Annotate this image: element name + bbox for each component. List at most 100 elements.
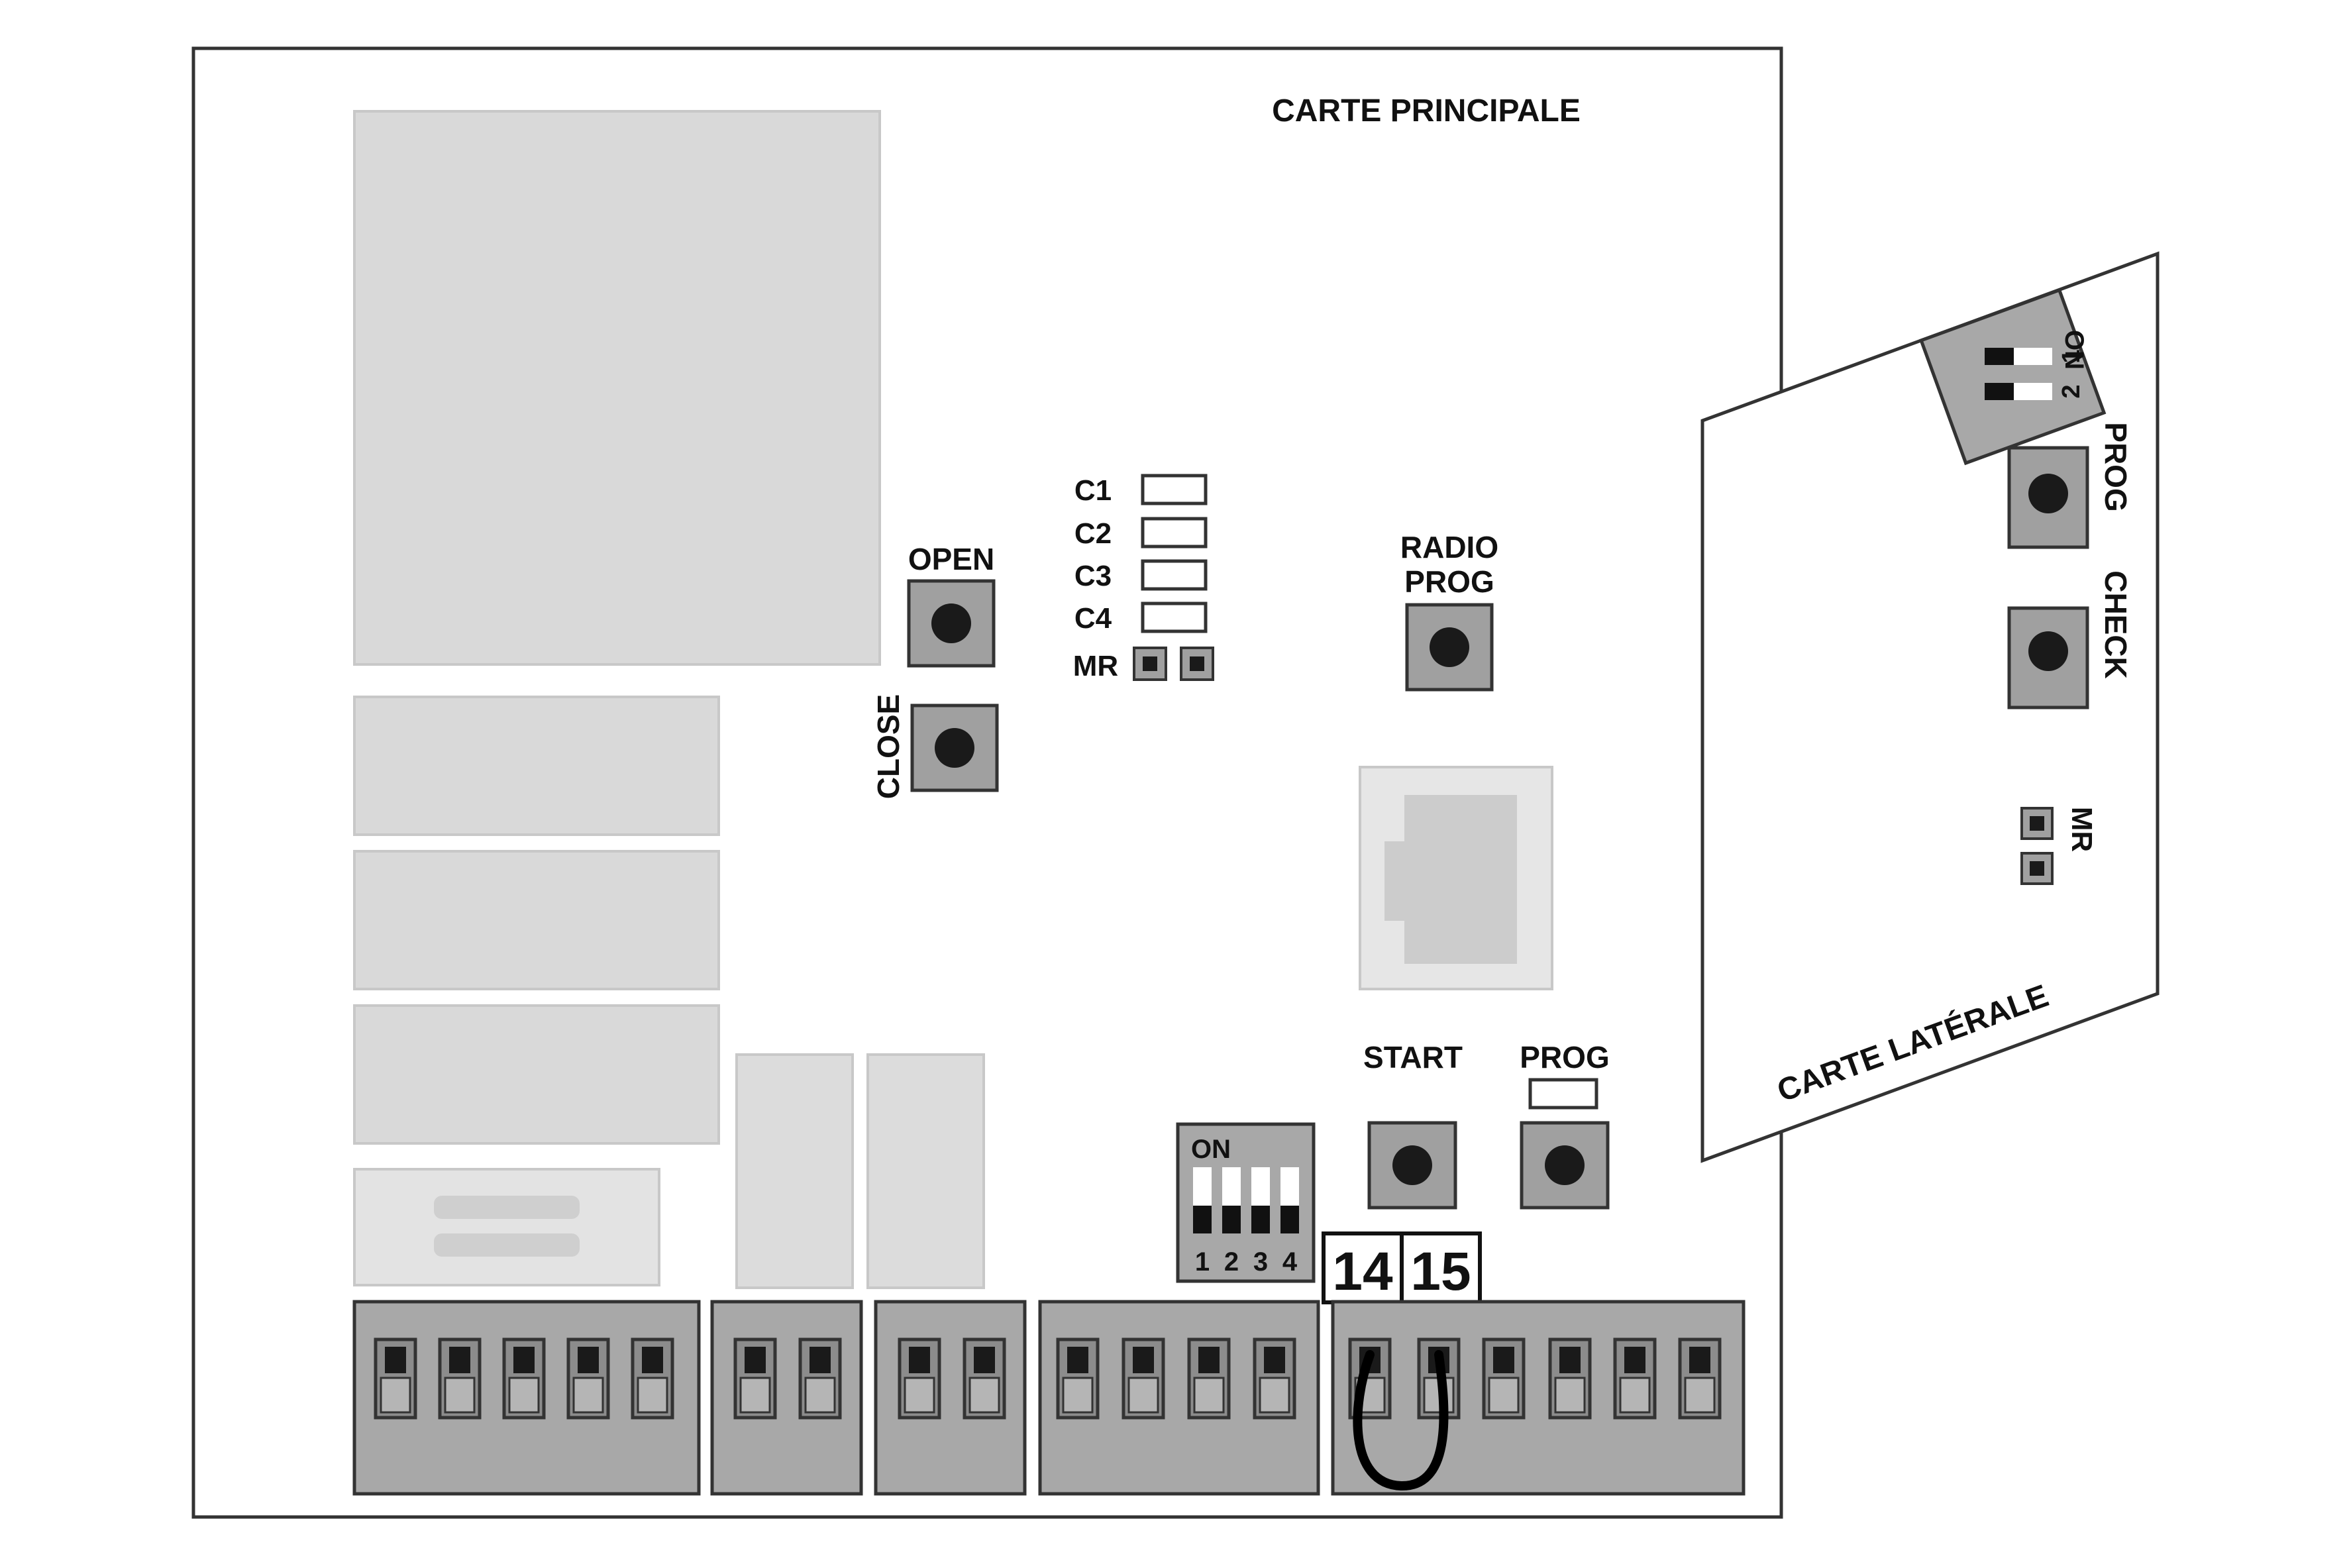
c2-label: C2 (1074, 517, 1112, 550)
start-button-cap[interactable] (1392, 1145, 1432, 1185)
open-label: OPEN (908, 542, 994, 576)
mr-pin-1-core (1143, 656, 1157, 671)
radio-prog-label-2: PROG (1404, 564, 1494, 599)
side-mr-pin-1-core (2030, 816, 2044, 831)
terminal-screw-head-17 (1559, 1347, 1581, 1373)
prog-led (1528, 1078, 1598, 1110)
dip-on-label: ON (1191, 1135, 1231, 1164)
open-button-cap[interactable] (931, 603, 971, 643)
terminal-screw-head-4 (578, 1347, 599, 1373)
c3-connector (1141, 559, 1208, 591)
terminal-screw-head-2 (449, 1347, 470, 1373)
dip-switch-levers (1193, 1167, 1299, 1233)
terminal-clamp-3 (508, 1377, 540, 1414)
side-mr-label: MR (2065, 807, 2098, 852)
terminal-screw-head-18 (1624, 1347, 1645, 1373)
terminal-clamp-11 (1127, 1377, 1159, 1414)
transformer-block (353, 110, 881, 666)
radio-prog-label-1: RADIO (1400, 530, 1498, 564)
terminal-label-15-box (1400, 1231, 1482, 1304)
close-label: CLOSE (871, 694, 906, 799)
side-dip-body[interactable] (1918, 287, 2107, 466)
capacitor-2 (866, 1053, 985, 1289)
terminal-screw-head-1 (385, 1347, 406, 1373)
rj-connector-port (1384, 795, 1517, 964)
terminal-clamp-17 (1554, 1377, 1586, 1414)
side-dip-number-1: 1 (2058, 349, 2085, 363)
c1-label: C1 (1074, 474, 1112, 507)
side-check-button-cap[interactable] (2028, 631, 2068, 671)
prog-label: PROG (1520, 1040, 1609, 1074)
side-check-label: CHECK (2099, 570, 2133, 679)
relay-block-1 (353, 696, 720, 836)
dip-lever-4-knob[interactable] (1280, 1206, 1299, 1233)
side-dip-switch[interactable]: 1 2 ON (1918, 287, 2107, 466)
terminal-clamp-6 (739, 1377, 771, 1414)
terminal-clamp-10 (1062, 1377, 1094, 1414)
terminal-clamp-1 (380, 1377, 411, 1414)
terminal-screw-head-8 (909, 1347, 930, 1373)
side-dip-number-2: 2 (2058, 384, 2085, 398)
terminal-clamp-16 (1488, 1377, 1520, 1414)
terminal-screw-head-11 (1133, 1347, 1154, 1373)
relay-block-2 (353, 850, 720, 990)
terminal-clamp-5 (637, 1377, 668, 1414)
terminal-screw-head-3 (513, 1347, 535, 1373)
jumper-wire-14-15 (1353, 1350, 1449, 1491)
terminal-label-15: 15 (1410, 1241, 1471, 1302)
terminal-blocks (352, 1300, 1746, 1496)
fuse-bottom (434, 1233, 580, 1257)
relay-block-3 (353, 1004, 720, 1145)
terminal-clamp-19 (1684, 1377, 1716, 1414)
terminal-clamp-13 (1259, 1377, 1290, 1414)
terminal-screw-head-19 (1689, 1347, 1710, 1373)
c4-label: C4 (1074, 602, 1112, 635)
side-prog-label: PROG (2099, 422, 2133, 511)
terminal-clamp-8 (904, 1377, 935, 1414)
dip-number-3: 3 (1253, 1247, 1268, 1277)
terminal-clamp-2 (444, 1377, 476, 1414)
c1-connector (1141, 474, 1208, 505)
c3-label: C3 (1074, 560, 1112, 592)
prog-button-cap[interactable] (1545, 1145, 1585, 1185)
terminal-screw-head-12 (1198, 1347, 1220, 1373)
terminal-block-5 (1331, 1300, 1746, 1496)
terminal-clamp-4 (572, 1377, 604, 1414)
terminal-label-14: 14 (1332, 1241, 1393, 1302)
c4-connector (1141, 601, 1208, 633)
dip-number-4: 4 (1282, 1247, 1298, 1277)
radio-prog-button-cap[interactable] (1430, 627, 1469, 667)
mr-pin-2-core (1190, 656, 1204, 671)
terminal-screw-head-10 (1067, 1347, 1088, 1373)
dip-lever-3-knob[interactable] (1251, 1206, 1270, 1233)
fuse-top (434, 1196, 580, 1219)
side-prog-button-cap[interactable] (2028, 474, 2068, 513)
terminal-label-14-box (1322, 1231, 1404, 1304)
mr-label: MR (1073, 650, 1118, 682)
fuse-holder (353, 1168, 660, 1286)
start-button[interactable] (1367, 1121, 1457, 1210)
main-board-title: CARTE PRINCIPALE (1272, 93, 1581, 129)
terminal-screw-head-6 (745, 1347, 766, 1373)
close-button-cap[interactable] (935, 728, 974, 768)
side-board: CARTE LATÉRALE 1 2 ON PROG CHECK MR (1700, 251, 2160, 1163)
c2-connector (1141, 517, 1208, 549)
side-dip-lever-2-knob[interactable] (1985, 383, 2014, 400)
dip-number-2: 2 (1224, 1247, 1239, 1277)
dip-lever-2-knob[interactable] (1222, 1206, 1241, 1233)
capacitor-1 (735, 1053, 854, 1289)
side-dip-lever-1-knob[interactable] (1985, 348, 2014, 365)
terminal-clamp-12 (1193, 1377, 1225, 1414)
terminal-screw-head-7 (809, 1347, 831, 1373)
terminal-clamp-9 (968, 1377, 1000, 1414)
side-mr-pin-2-core (2030, 861, 2044, 876)
terminal-clamp-7 (804, 1377, 836, 1414)
start-label: START (1363, 1040, 1463, 1074)
main-board: CARTE PRINCIPALE OPEN CLOSE C1 C2 C3 C4 … (191, 46, 1783, 1519)
dip-number-1: 1 (1195, 1247, 1210, 1277)
terminal-screw-head-5 (642, 1347, 663, 1373)
side-dip-on-label: ON (2060, 330, 2089, 370)
dip-lever-1-knob[interactable] (1193, 1206, 1212, 1233)
